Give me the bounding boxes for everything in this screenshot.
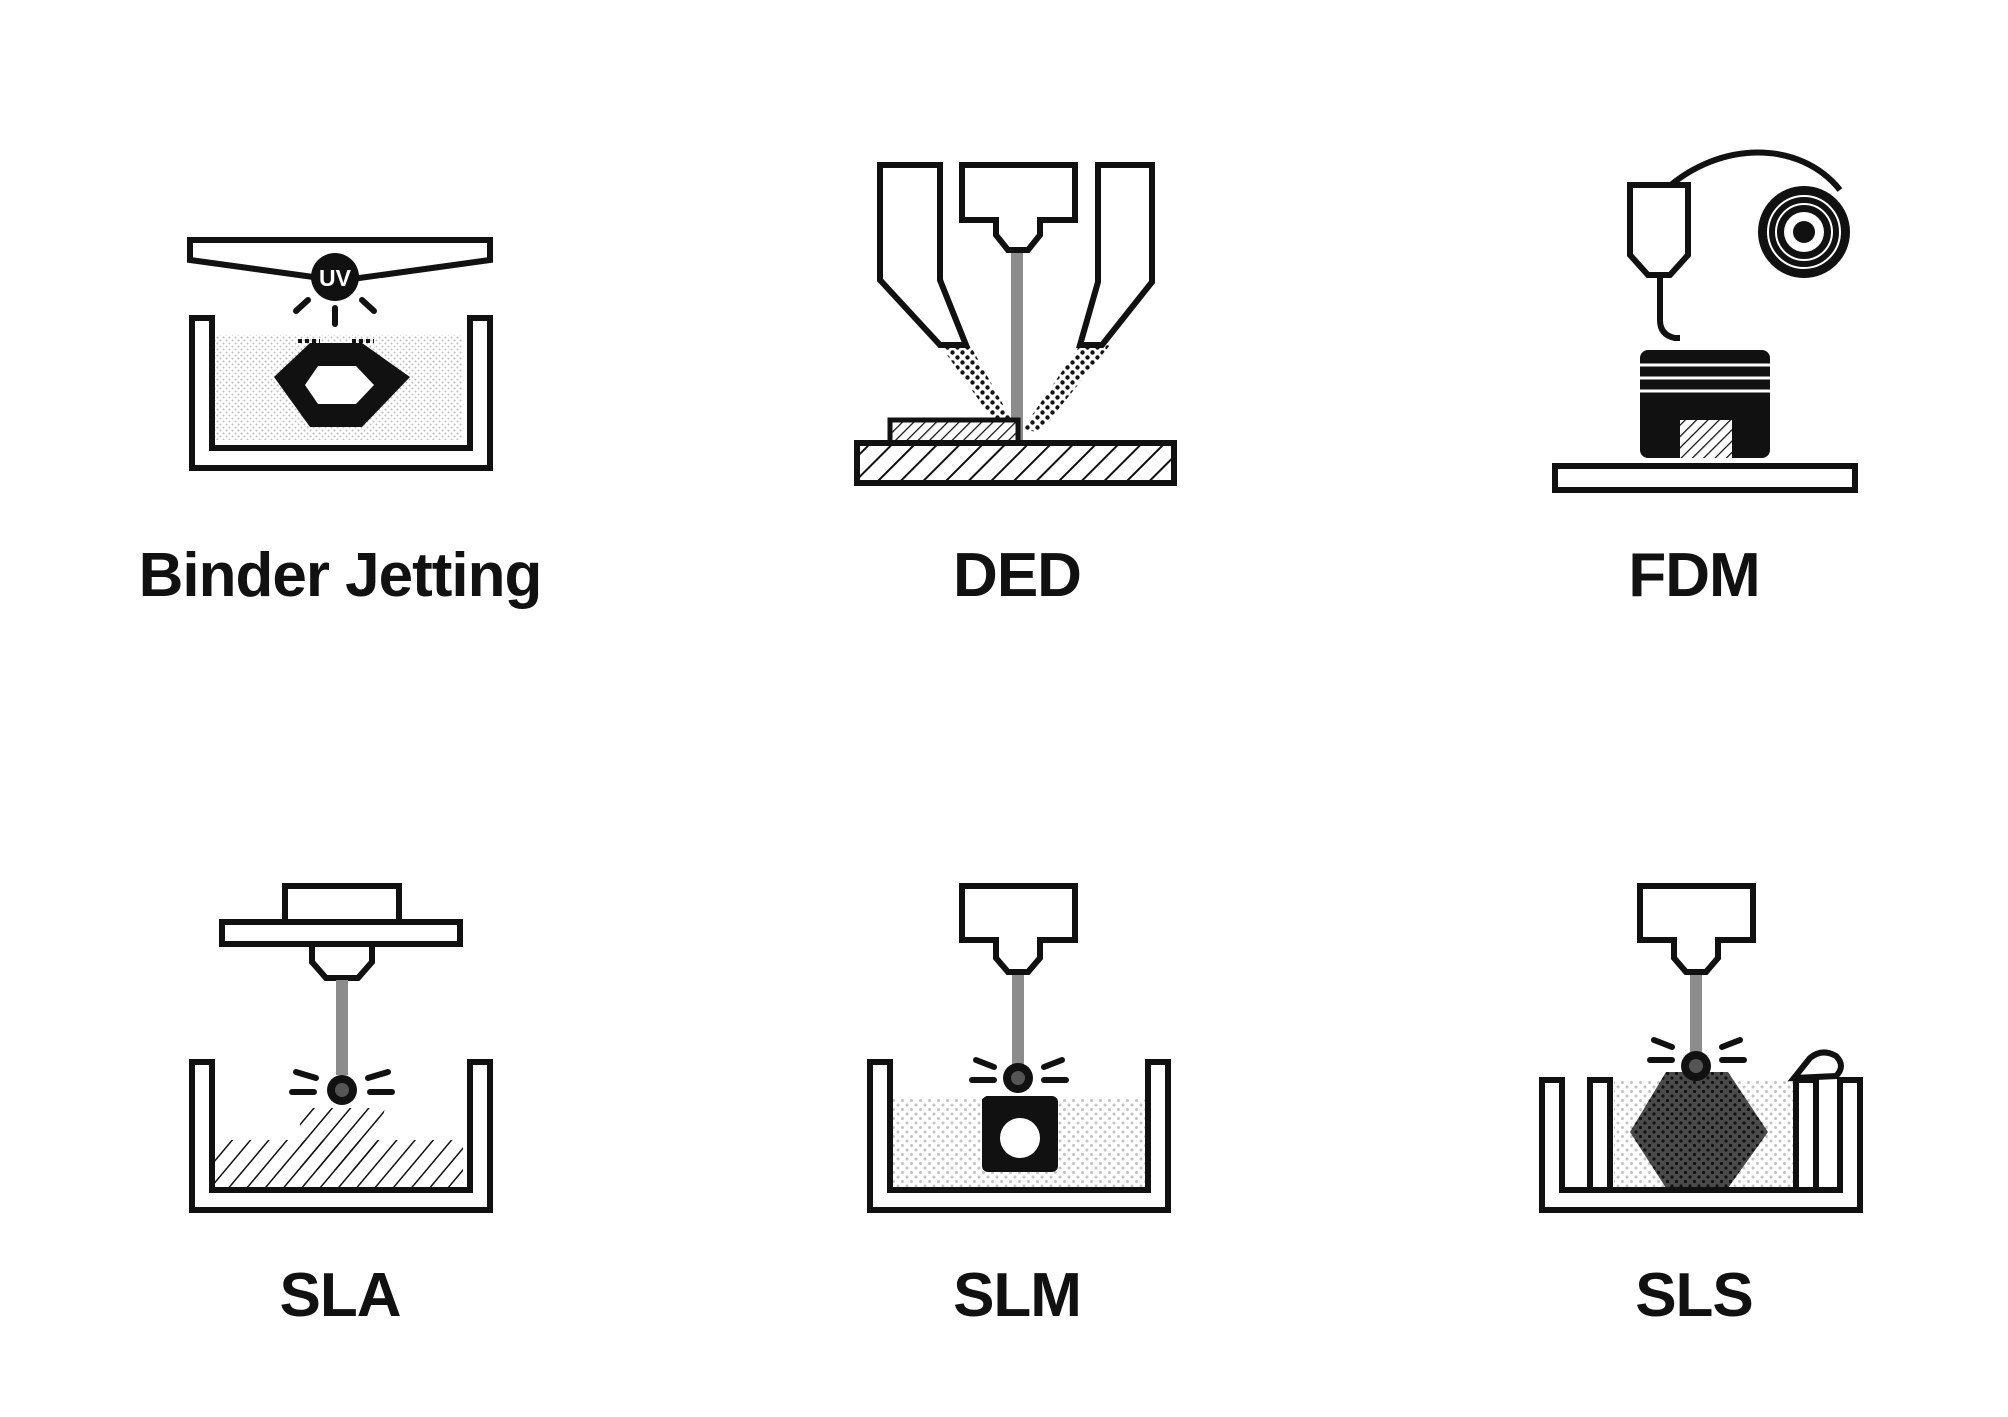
- label-binder-jetting: Binder Jetting: [138, 541, 543, 610]
- uv-badge: UV: [319, 265, 352, 291]
- label-sls: SLS: [1635, 1261, 1754, 1330]
- label-sla: SLA: [279, 1261, 402, 1330]
- label-fdm: FDM: [1628, 541, 1760, 610]
- label-ded: DED: [953, 541, 1082, 610]
- fdm-icon: [1552, 149, 1858, 493]
- label-slm: SLM: [953, 1261, 1082, 1330]
- ded-icon: [854, 162, 1177, 486]
- binder-jetting-icon: UV: [187, 237, 493, 471]
- sls-icon: [1539, 883, 1863, 1213]
- sla-icon: [189, 883, 493, 1213]
- slm-icon: [867, 883, 1171, 1213]
